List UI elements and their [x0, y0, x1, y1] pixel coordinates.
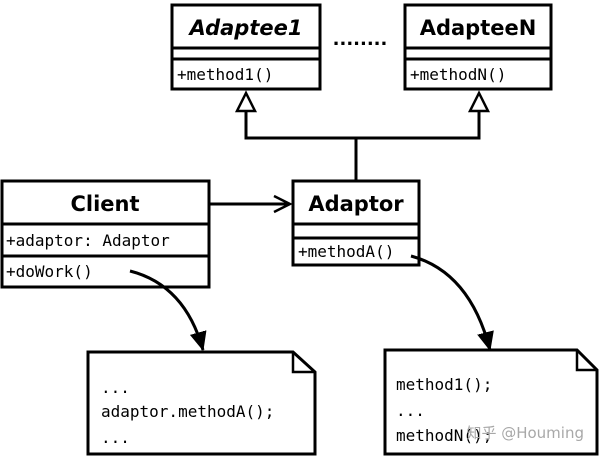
inherit-arrow-adapteeN — [467, 90, 491, 113]
adaptor-note-line-1: method1(); — [396, 375, 492, 394]
client-note-body — [86, 350, 317, 456]
class-adaptor[interactable]: Adaptor +methodA() — [291, 179, 421, 267]
inheritance-connector — [234, 90, 491, 181]
adaptor-method: +methodA() — [298, 242, 394, 261]
adaptor-note-line-2: ... — [396, 401, 425, 420]
client-box — [0, 179, 211, 289]
adapteeN-method: +methodN() — [410, 65, 506, 84]
class-client[interactable]: Client +adaptor: Adaptor +doWork() — [0, 179, 211, 289]
adaptor-name: Adaptor — [308, 192, 404, 216]
client-name: Client — [70, 192, 139, 216]
adaptor-note: method1(); ... methodN(); — [383, 348, 599, 456]
client-note-arrow — [129, 269, 203, 350]
inheritance-bar — [244, 111, 481, 140]
client-note-line-2: adaptor.methodA(); — [101, 402, 274, 421]
class-adaptee1[interactable]: Adaptee1 +method1() — [170, 3, 322, 91]
adaptee1-method: +method1() — [177, 65, 273, 84]
adaptee1-name: Adaptee1 — [188, 16, 303, 40]
class-adapteeN[interactable]: AdapteeN +methodN() — [403, 3, 553, 91]
adaptor-note-line-3: methodN(); — [396, 426, 492, 445]
adaptor-note-arrow — [410, 254, 490, 350]
client-attribute: +adaptor: Adaptor — [6, 231, 170, 250]
client-method: +doWork() — [6, 262, 93, 281]
client-note: ... adaptor.methodA(); ... — [86, 350, 317, 456]
adaptor-note-fold — [575, 350, 597, 372]
adaptor-note-body — [383, 348, 599, 456]
client-note-line-3: ... — [101, 428, 130, 447]
adapteeN-name: AdapteeN — [420, 16, 537, 40]
inherit-arrow-adaptee1 — [234, 90, 258, 113]
client-note-line-1: ... — [101, 378, 130, 397]
adaptee-ellipsis: ........ — [333, 29, 388, 50]
client-note-fold — [291, 352, 315, 374]
watermark: 知乎 @Houming — [466, 424, 584, 442]
